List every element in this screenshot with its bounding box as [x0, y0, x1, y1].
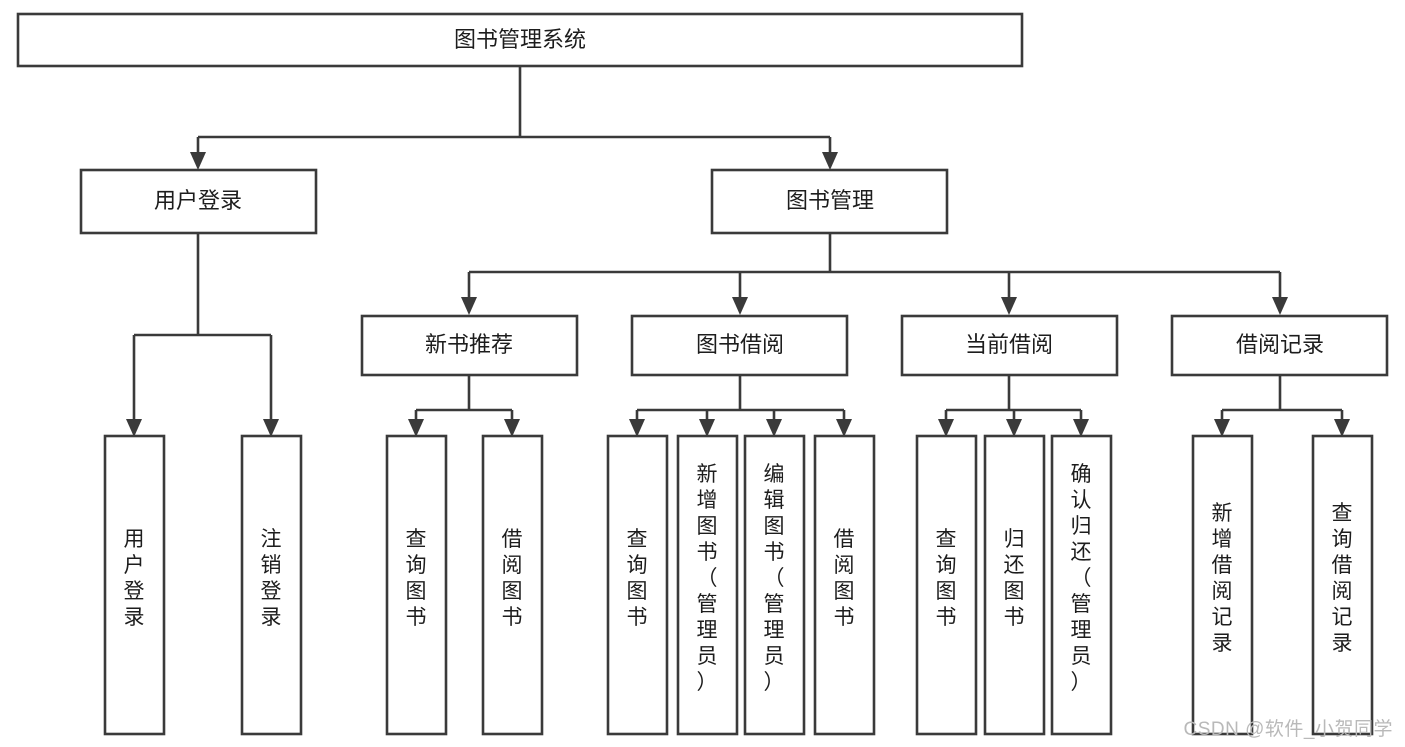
arrow-icon-root-to-user-login [190, 152, 206, 170]
leaf-node-query-book-1-box[interactable] [385, 434, 448, 736]
leaf-node-borrow-book-1[interactable]: 借阅图书 [481, 434, 544, 736]
arrow-icon-root-to-book-manage [822, 152, 838, 170]
arrow-icon-bm-to-bookborrow [732, 297, 748, 315]
node-borrow-record-box[interactable] [1170, 314, 1389, 377]
arrow-icon-cb-to-leaf3 [1073, 419, 1089, 437]
node-book-borrow-box[interactable] [630, 314, 849, 377]
leaf-node-logout-box[interactable] [240, 434, 303, 736]
leaf-node-return-book[interactable]: 归还图书 [983, 434, 1046, 736]
node-book-manage[interactable]: 图书管理 [710, 168, 949, 235]
arrow-icon-bm-to-newbook [461, 297, 477, 315]
node-new-book-label: 新书推荐 [425, 332, 513, 357]
leaf-node-query-book-1-label: 查询图书 [406, 528, 427, 629]
node-user-login-box[interactable] [79, 168, 318, 235]
node-book-borrow-label: 图书借阅 [696, 332, 784, 357]
leaf-node-logout-label: 注销登录 [261, 528, 282, 629]
node-borrow-record-label: 借阅记录 [1236, 332, 1324, 357]
arrow-icon-cb-to-leaf1 [938, 419, 954, 437]
arrow-icon-bm-to-borrowrecord [1272, 297, 1288, 315]
leaf-node-edit-book-box[interactable] [743, 434, 806, 736]
leaf-node-borrow-book-2[interactable]: 借阅图书 [813, 434, 876, 736]
leaf-node-query-book-2[interactable]: 查询图书 [606, 434, 669, 736]
leaf-node-return-book-box[interactable] [983, 434, 1046, 736]
leaf-node-query-record-box[interactable] [1311, 434, 1374, 736]
arrow-icon-bm-to-currentborrow [1001, 297, 1017, 315]
node-book-manage-label: 图书管理 [786, 188, 874, 213]
node-root-label: 图书管理系统 [454, 27, 586, 52]
arrow-icon-bb-to-leaf1 [629, 419, 645, 437]
leaf-node-add-book[interactable]: 新增图书（管理员） [676, 434, 739, 736]
arrow-icon-br-to-leaf1 [1214, 419, 1230, 437]
leaf-node-query-book-3[interactable]: 查询图书 [915, 434, 978, 736]
connector-layer [126, 66, 1350, 437]
leaf-node-user-login-label: 用户登录 [124, 528, 145, 629]
leaf-node-user-login-box[interactable] [103, 434, 166, 736]
node-user-login-label: 用户登录 [154, 188, 242, 213]
arrow-icon-ul-to-leaf1 [126, 419, 142, 437]
node-new-book-box[interactable] [360, 314, 579, 377]
node-book-borrow[interactable]: 图书借阅 [630, 314, 849, 377]
leaf-node-borrow-book-2-box[interactable] [813, 434, 876, 736]
arrow-icon-br-to-leaf2 [1334, 419, 1350, 437]
arrow-icon-nb-to-leaf2 [504, 419, 520, 437]
leaf-node-add-record-label: 新增借阅记录 [1212, 502, 1233, 655]
leaf-node-return-book-label: 归还图书 [1004, 528, 1025, 629]
leaf-node-confirm-return-label: 确认归还（管理员） [1071, 463, 1092, 694]
node-borrow-record[interactable]: 借阅记录 [1170, 314, 1389, 377]
node-root[interactable]: 图书管理系统 [16, 12, 1024, 68]
arrow-icon-bb-to-leaf4 [836, 419, 852, 437]
node-new-book[interactable]: 新书推荐 [360, 314, 579, 377]
node-current-borrow-box[interactable] [900, 314, 1119, 377]
leaf-node-borrow-book-1-box[interactable] [481, 434, 544, 736]
leaf-node-query-book-3-label: 查询图书 [936, 528, 957, 629]
leaf-node-logout[interactable]: 注销登录 [240, 434, 303, 736]
node-current-borrow[interactable]: 当前借阅 [900, 314, 1119, 377]
leaf-node-query-record[interactable]: 查询借阅记录 [1311, 434, 1374, 736]
node-root-box[interactable] [16, 12, 1024, 68]
leaf-node-borrow-book-2-label: 借阅图书 [834, 528, 855, 629]
arrow-icon-bb-to-leaf2 [699, 419, 715, 437]
arrow-icon-cb-to-leaf2 [1006, 419, 1022, 437]
leaf-node-query-record-label: 查询借阅记录 [1332, 502, 1353, 655]
leaf-node-add-book-box[interactable] [676, 434, 739, 736]
leaf-node-confirm-return[interactable]: 确认归还（管理员） [1050, 434, 1113, 736]
leaf-node-query-book-2-label: 查询图书 [627, 528, 648, 629]
leaf-node-edit-book[interactable]: 编辑图书（管理员） [743, 434, 806, 736]
leaf-node-query-book-2-box[interactable] [606, 434, 669, 736]
leaf-node-add-book-label: 新增图书（管理员） [697, 463, 718, 694]
leaf-node-borrow-book-1-label: 借阅图书 [502, 528, 523, 629]
leaf-node-confirm-return-box[interactable] [1050, 434, 1113, 736]
node-book-manage-box[interactable] [710, 168, 949, 235]
leaf-node-user-login[interactable]: 用户登录 [103, 434, 166, 736]
leaf-node-edit-book-label: 编辑图书（管理员） [764, 463, 785, 694]
leaf-node-add-record-box[interactable] [1191, 434, 1254, 736]
arrow-icon-ul-to-leaf2 [263, 419, 279, 437]
leaf-node-query-book-1[interactable]: 查询图书 [385, 434, 448, 736]
arrow-icon-bb-to-leaf3 [766, 419, 782, 437]
leaf-node-add-record[interactable]: 新增借阅记录 [1191, 434, 1254, 736]
arrow-icon-nb-to-leaf1 [408, 419, 424, 437]
node-current-borrow-label: 当前借阅 [965, 332, 1053, 357]
leaf-node-query-book-3-box[interactable] [915, 434, 978, 736]
node-user-login[interactable]: 用户登录 [79, 168, 318, 235]
